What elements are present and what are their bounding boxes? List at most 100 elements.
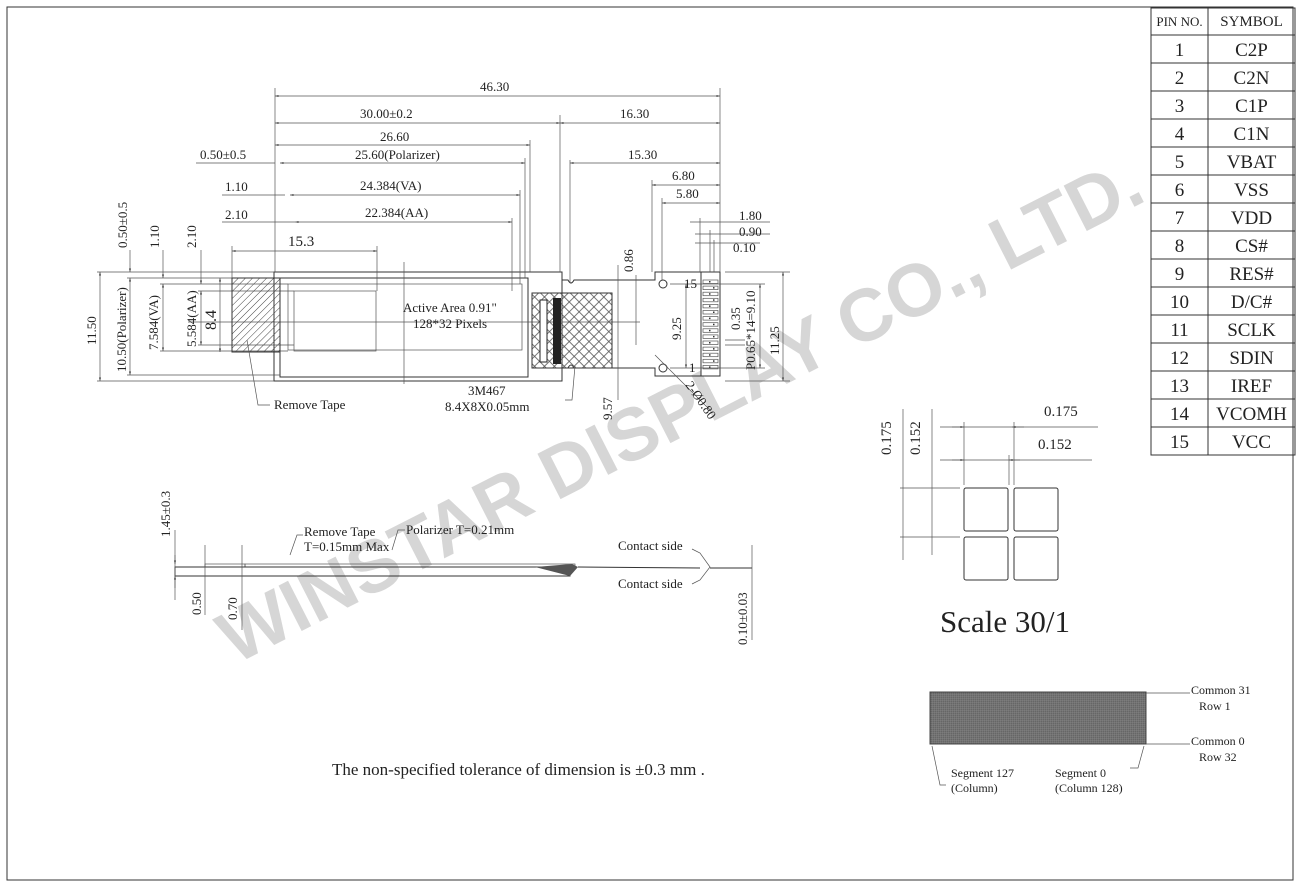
pin-symbol: VSS: [1234, 180, 1269, 201]
segment-0-label: Segment 0: [1055, 766, 1106, 780]
dim-0-152-v: 0.152: [908, 421, 924, 455]
remove-tape-label: Remove Tape: [274, 397, 346, 412]
pin-symbol: VBAT: [1227, 152, 1277, 173]
contact-side-bottom: Contact side: [618, 576, 683, 591]
fpc-bar: [553, 298, 561, 364]
pin-no-header: PIN NO.: [1156, 14, 1202, 29]
pixel-detail: 0.175 0.152 0.175 0.152 Scale 30/1: [879, 404, 1098, 639]
pin-symbol: IREF: [1231, 376, 1272, 397]
scale-label: Scale 30/1: [940, 604, 1070, 639]
dim-0-152-h: 0.152: [1038, 437, 1072, 453]
dim-1-10-v: 1.10: [147, 225, 162, 248]
pin-number: 11: [1170, 320, 1188, 341]
tolerance-note: The non-specified tolerance of dimension…: [332, 760, 705, 779]
dim-0-50-v: 0.50±0.5: [115, 202, 130, 248]
dim-15-30: 15.30: [628, 147, 657, 162]
contact-side-top: Contact side: [618, 538, 683, 553]
fpc-pads: [700, 271, 721, 377]
pin-row: 5 VBAT: [1175, 152, 1277, 173]
pin-symbol: SCLK: [1227, 320, 1276, 341]
common-0-label: Common 0: [1191, 734, 1245, 748]
pin-15-label: 15: [684, 276, 697, 291]
dim-10-50: 10.50(Polarizer): [114, 287, 129, 372]
active-area-label: Active Area 0.91": [403, 300, 497, 315]
dim-25-60: 25.60(Polarizer): [355, 147, 440, 162]
pin-symbol: VCC: [1232, 432, 1271, 453]
pin-number: 4: [1175, 124, 1185, 145]
top-view: 46.30 30.00±0.2 16.30 26.60 25.60(Polari…: [84, 79, 790, 422]
dim-0-175-h: 0.175: [1044, 404, 1078, 420]
row-32-label: Row 32: [1199, 750, 1237, 764]
pin-row: 8 CS#: [1175, 236, 1269, 257]
dim-1-80: 1.80: [739, 208, 762, 223]
dim-22-384: 22.384(AA): [365, 205, 428, 220]
segment-127-label: Segment 127: [951, 766, 1014, 780]
pin-symbol: C1N: [1234, 124, 1270, 145]
pin-symbol: RES#: [1229, 264, 1274, 285]
dim-26-60: 26.60: [380, 129, 409, 144]
dim-11-50: 11.50: [84, 316, 99, 345]
va-outline: [287, 283, 523, 351]
dim-pitch: P0.65*14=9.10: [743, 290, 758, 370]
dim-6-80: 6.80: [672, 168, 695, 183]
pin-number: 10: [1170, 292, 1189, 313]
stiffener-label: 3M467: [468, 383, 506, 398]
pin-row: 11 SCLK: [1170, 320, 1276, 341]
dim-5-584: 5.584(AA): [184, 290, 199, 347]
pixels-label: 128*32 Pixels: [413, 316, 487, 331]
pin-symbol: VDD: [1231, 208, 1272, 229]
dim-0-50: 0.50±0.5: [200, 147, 246, 162]
pixel-matrix: Common 31 Row 1 Common 0 Row 32 Segment …: [929, 683, 1251, 795]
polarizer-thickness: Polarizer T=0.21mm: [406, 522, 514, 537]
aa-outline: [293, 290, 377, 352]
dim-16-30: 16.30: [620, 106, 649, 121]
mount-hole: [658, 279, 668, 289]
drawing-frame: [6, 6, 1294, 881]
pin-symbol: SDIN: [1229, 348, 1274, 369]
pin-number: 1: [1175, 40, 1185, 61]
dim-8-4: 8.4: [203, 310, 220, 330]
dim-0-90: 0.90: [739, 224, 762, 239]
pin-row: 12 SDIN: [1170, 348, 1274, 369]
pin-symbol: D/C#: [1231, 292, 1273, 313]
dim-30-00: 30.00±0.2: [360, 106, 413, 121]
dim-5-80: 5.80: [676, 186, 699, 201]
dim-11-25: 11.25: [767, 326, 782, 355]
remove-tape-thickness: T=0.15mm Max: [304, 539, 390, 554]
watermark: WINSTAR DISPLAY CO., LTD.: [205, 140, 1156, 679]
common-31-label: Common 31: [1191, 683, 1251, 697]
pin-symbol: C1P: [1235, 96, 1268, 117]
pin-number: 5: [1175, 152, 1185, 173]
pin-row: 15 VCC: [1170, 432, 1271, 453]
dim-0-175-v: 0.175: [879, 421, 895, 455]
segment-0-sub: (Column 128): [1055, 781, 1123, 795]
mount-hole: [658, 363, 668, 373]
pin-symbol: CS#: [1235, 236, 1268, 257]
dim-24-384: 24.384(VA): [360, 178, 422, 193]
dim-0-50-side: 0.50: [189, 592, 204, 615]
side-view: 1.45±0.3 0.50 0.70 0.10±0.03 Remove Tape…: [158, 491, 753, 645]
pin-symbol: C2N: [1234, 68, 1270, 89]
row-1-label: Row 1: [1199, 699, 1231, 713]
pin-number: 8: [1175, 236, 1185, 257]
pin-row: 7 VDD: [1175, 208, 1272, 229]
pin-number: 12: [1170, 348, 1189, 369]
segment-127-sub: (Column): [951, 781, 998, 795]
pin-number: 15: [1170, 432, 1189, 453]
pin-number: 14: [1170, 404, 1190, 425]
remove-tape-side-label: Remove Tape: [304, 524, 376, 539]
pin-number: 3: [1175, 96, 1185, 117]
dim-1-10: 1.10: [225, 179, 248, 194]
dim-1-45: 1.45±0.3: [158, 491, 173, 537]
pin-number: 7: [1175, 208, 1185, 229]
dim-46-30: 46.30: [480, 79, 509, 94]
stiffener-size-label: 8.4X8X0.05mm: [445, 399, 530, 414]
pixel-matrix-grid: [929, 691, 1147, 745]
dim-7-584: 7.584(VA): [146, 295, 161, 350]
remove-tape-area: [231, 277, 281, 353]
